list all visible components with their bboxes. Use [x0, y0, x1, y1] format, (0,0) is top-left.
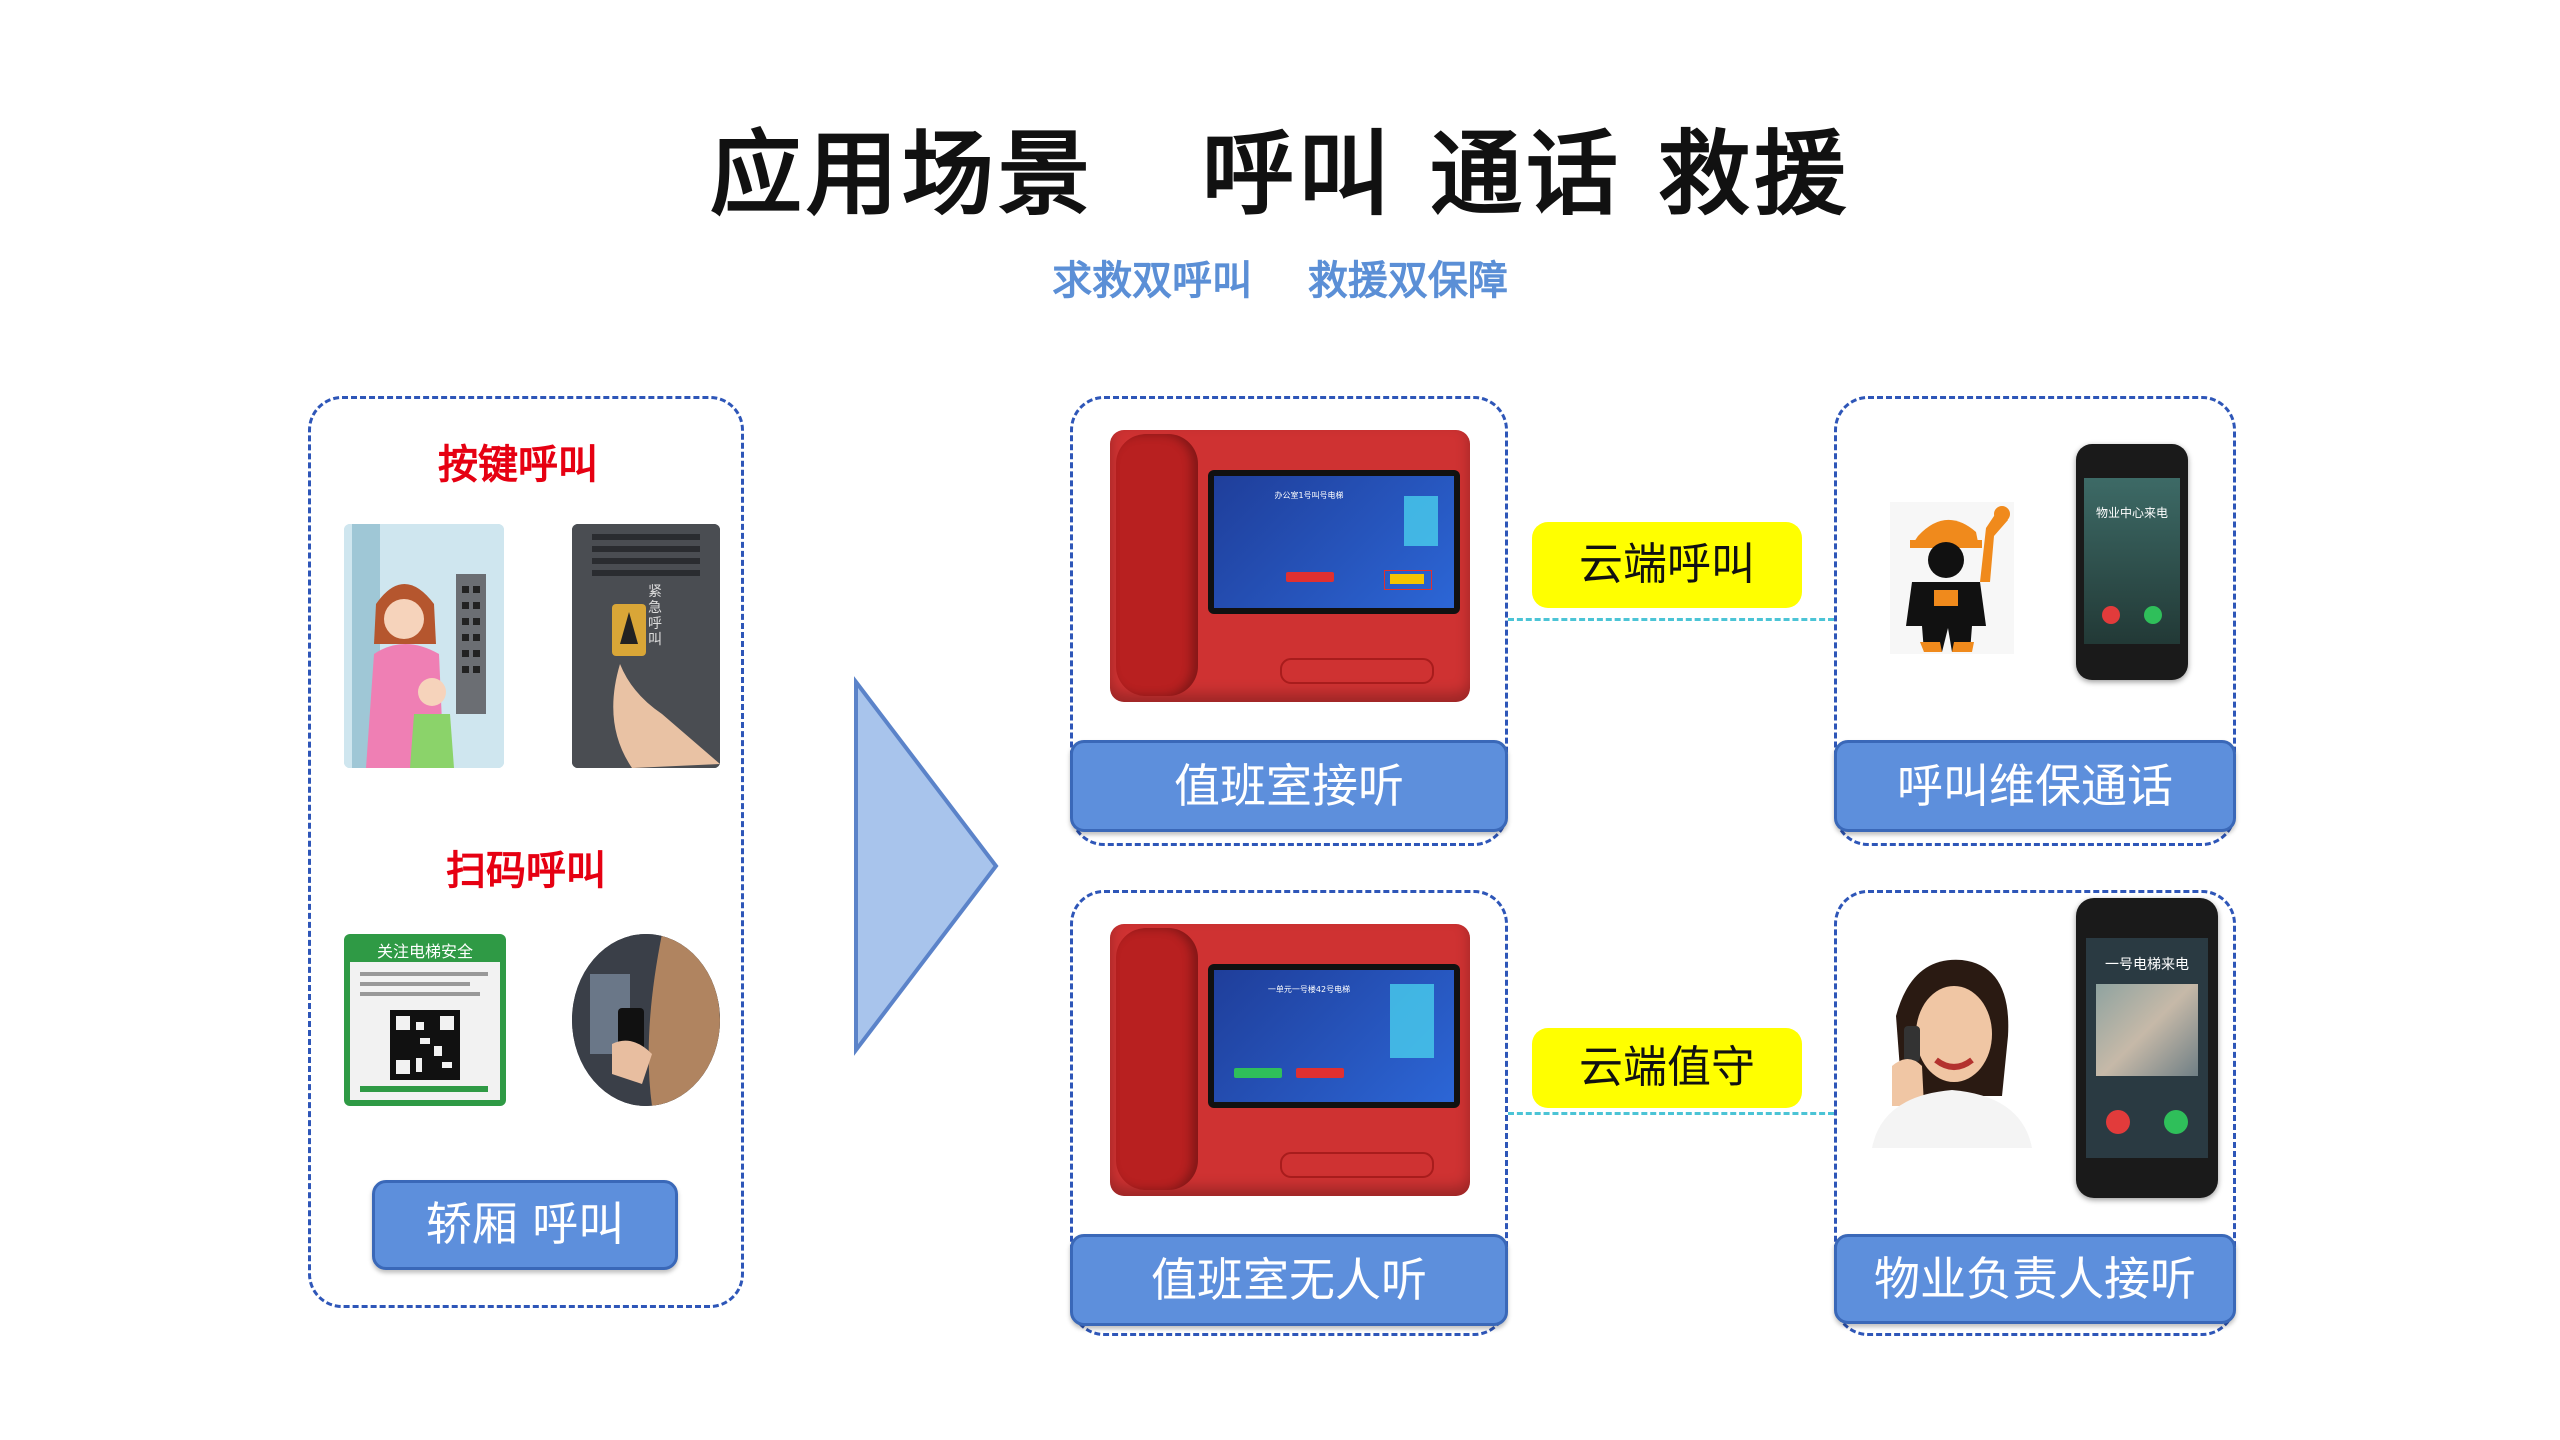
accept-call-icon: [2164, 1110, 2188, 1134]
cloud-call-connector: [1508, 618, 1834, 621]
cloud-standby-connector: [1508, 1112, 1834, 1115]
decline-call-icon: [2102, 606, 2120, 624]
smartphone-top: 物业中心来电: [2076, 444, 2188, 680]
terminal-screen-bottom: 一单元一号楼42号电梯: [1208, 964, 1460, 1108]
phone-caller-bottom: 一号电梯来电: [2105, 957, 2189, 973]
page-title: 应用场景 呼叫 通话 救援: [709, 120, 1851, 228]
elevator-girl-picture: [344, 524, 504, 768]
flow-arrow-icon: [854, 676, 999, 1056]
key-call-label: 按键呼叫: [438, 442, 598, 488]
woman-on-phone-picture: [1852, 956, 2048, 1148]
duty-room-panel-bottom: [1070, 890, 1508, 1336]
property-manager-panel: [1834, 890, 2236, 1336]
decline-call-icon: [2106, 1110, 2130, 1134]
button-panel-text: 紧急呼叫: [648, 584, 662, 648]
smartphone-bottom: 一号电梯来电: [2076, 898, 2218, 1198]
scan-phone-picture: [572, 934, 720, 1106]
terminal-screen-top: 办公室1号叫号电梯: [1208, 470, 1460, 614]
screen-title-top: 办公室1号叫号电梯: [1274, 491, 1344, 500]
car-call-button[interactable]: 轿厢 呼叫: [372, 1180, 678, 1270]
button-press-picture: [572, 524, 720, 768]
accept-call-icon: [2144, 606, 2162, 624]
intercom-terminal-top: 办公室1号叫号电梯: [1110, 430, 1470, 702]
duty-room-panel-top: [1070, 396, 1508, 846]
qr-code-sign-picture: 关注电梯安全: [344, 934, 506, 1106]
phone-caller-top: 物业中心来电: [2095, 506, 2168, 520]
cloud-standby-tag: 云端值守: [1532, 1028, 1802, 1108]
duty-room-answer-button[interactable]: 值班室接听: [1070, 740, 1508, 832]
intercom-terminal-bottom: 一单元一号楼42号电梯: [1110, 924, 1470, 1196]
handset: [1116, 434, 1198, 696]
maintenance-worker-icon: [1890, 502, 2014, 654]
handset: [1116, 928, 1198, 1190]
scan-call-label: 扫码呼叫: [446, 848, 606, 894]
maintenance-panel: [1834, 396, 2236, 846]
duty-room-unanswered-button[interactable]: 值班室无人听: [1070, 1234, 1508, 1326]
cloud-call-tag: 云端呼叫: [1532, 522, 1802, 608]
qr-sign-title: 关注电梯安全: [376, 942, 473, 961]
page-subtitle: 求救双呼叫 救援双保障: [1052, 257, 1508, 304]
car-call-panel: [308, 396, 744, 1308]
call-maintenance-button[interactable]: 呼叫维保通话: [1834, 740, 2236, 832]
screen-title-bottom: 一单元一号楼42号电梯: [1267, 985, 1351, 994]
property-manager-answer-button[interactable]: 物业负责人接听: [1834, 1234, 2236, 1324]
elevator-camera-feed: [2096, 984, 2198, 1076]
